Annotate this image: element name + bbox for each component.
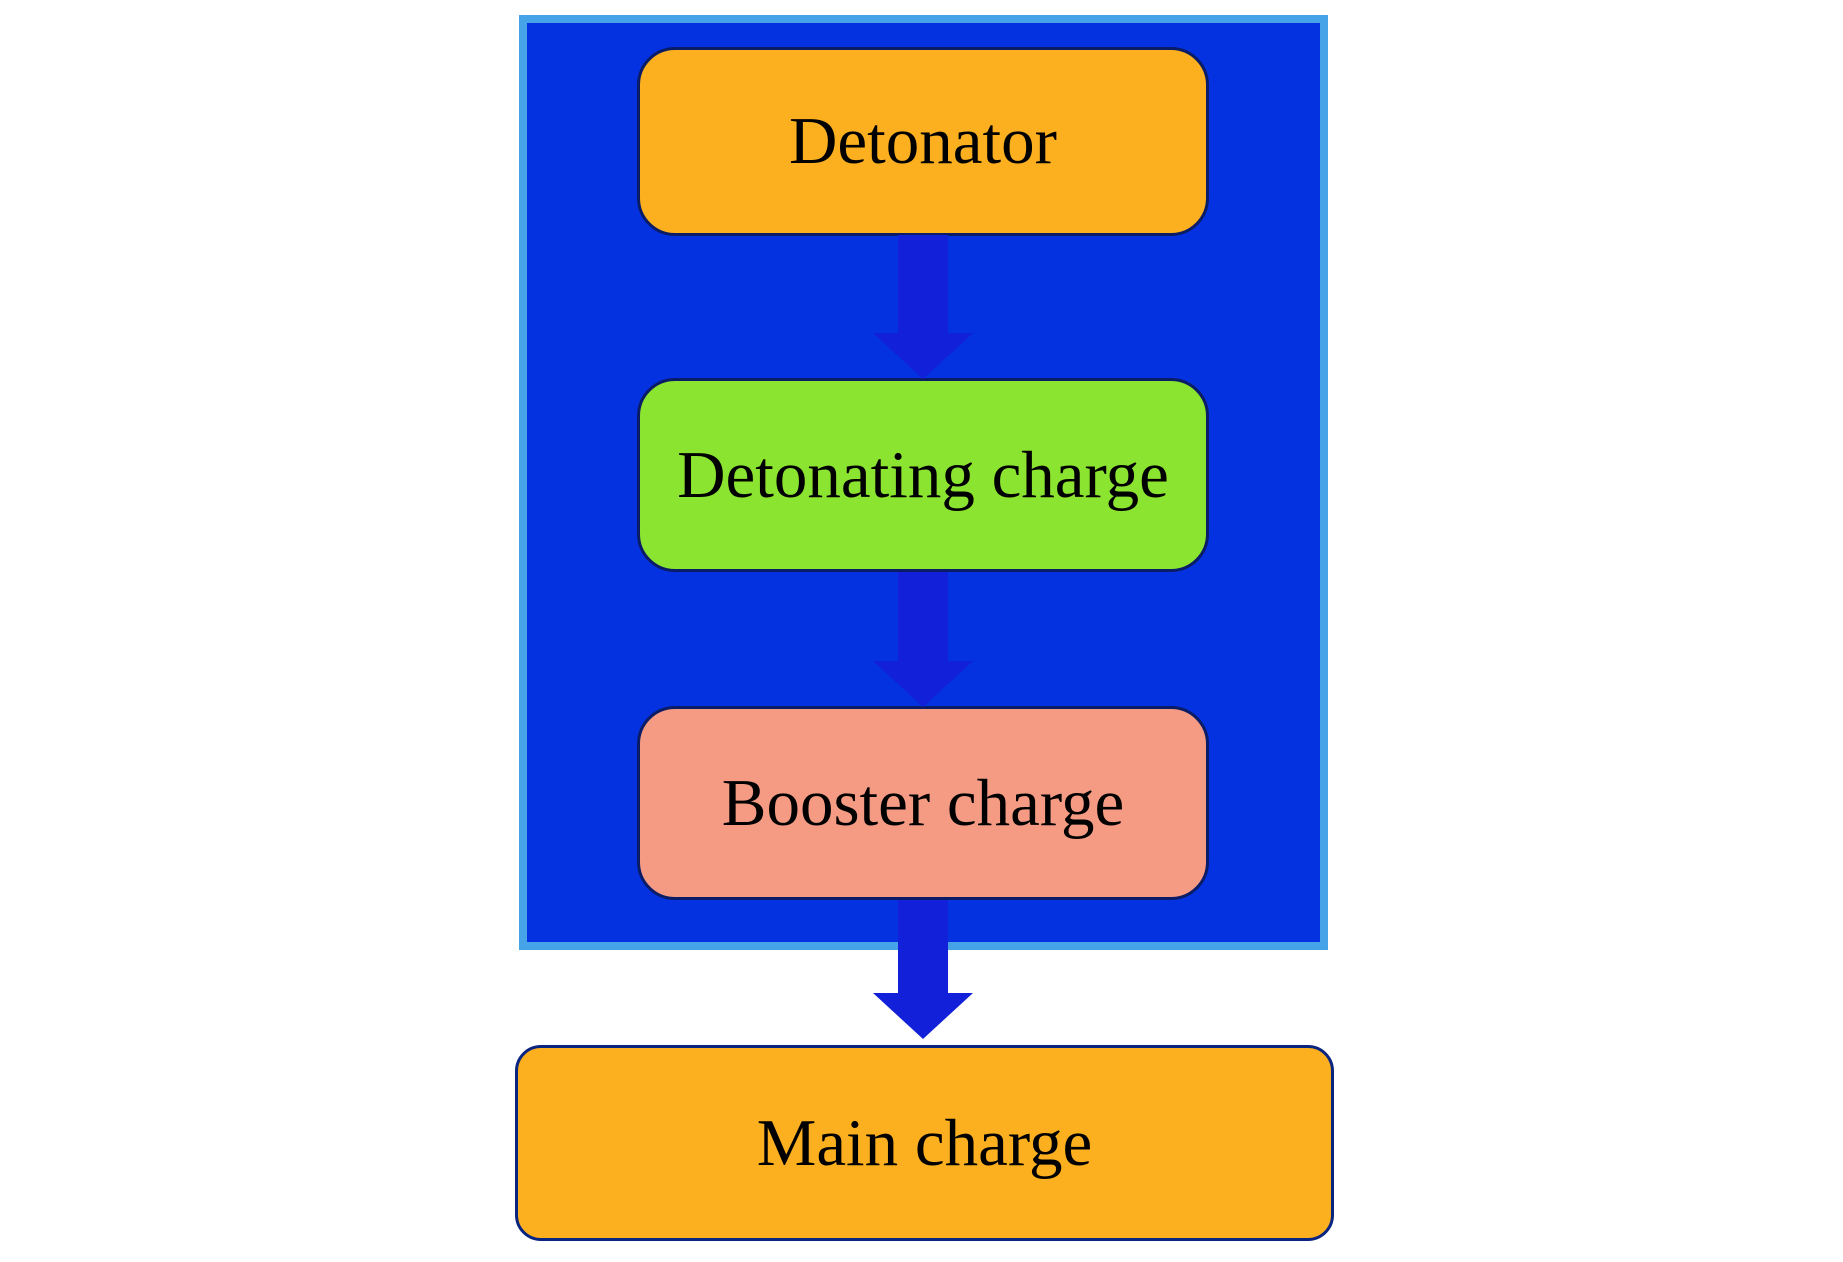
down-arrow-connector-2-shaft [898, 572, 948, 662]
down-arrow-connector-1-shaft [898, 235, 948, 334]
node-main-charge-label: Main charge [756, 1105, 1093, 1180]
down-arrow-connector-3-shaft [898, 900, 948, 994]
node-detonator-label: Detonator [789, 104, 1057, 178]
node-booster-charge-label: Booster charge [721, 765, 1125, 840]
node-main-charge: Main charge [515, 1045, 1334, 1241]
node-detonator: Detonator [637, 47, 1209, 236]
node-booster-charge: Booster charge [637, 706, 1209, 900]
down-arrow-connector-3-head [873, 993, 973, 1039]
node-detonating-charge-label: Detonating charge [677, 437, 1169, 512]
node-detonating-charge: Detonating charge [637, 378, 1209, 572]
